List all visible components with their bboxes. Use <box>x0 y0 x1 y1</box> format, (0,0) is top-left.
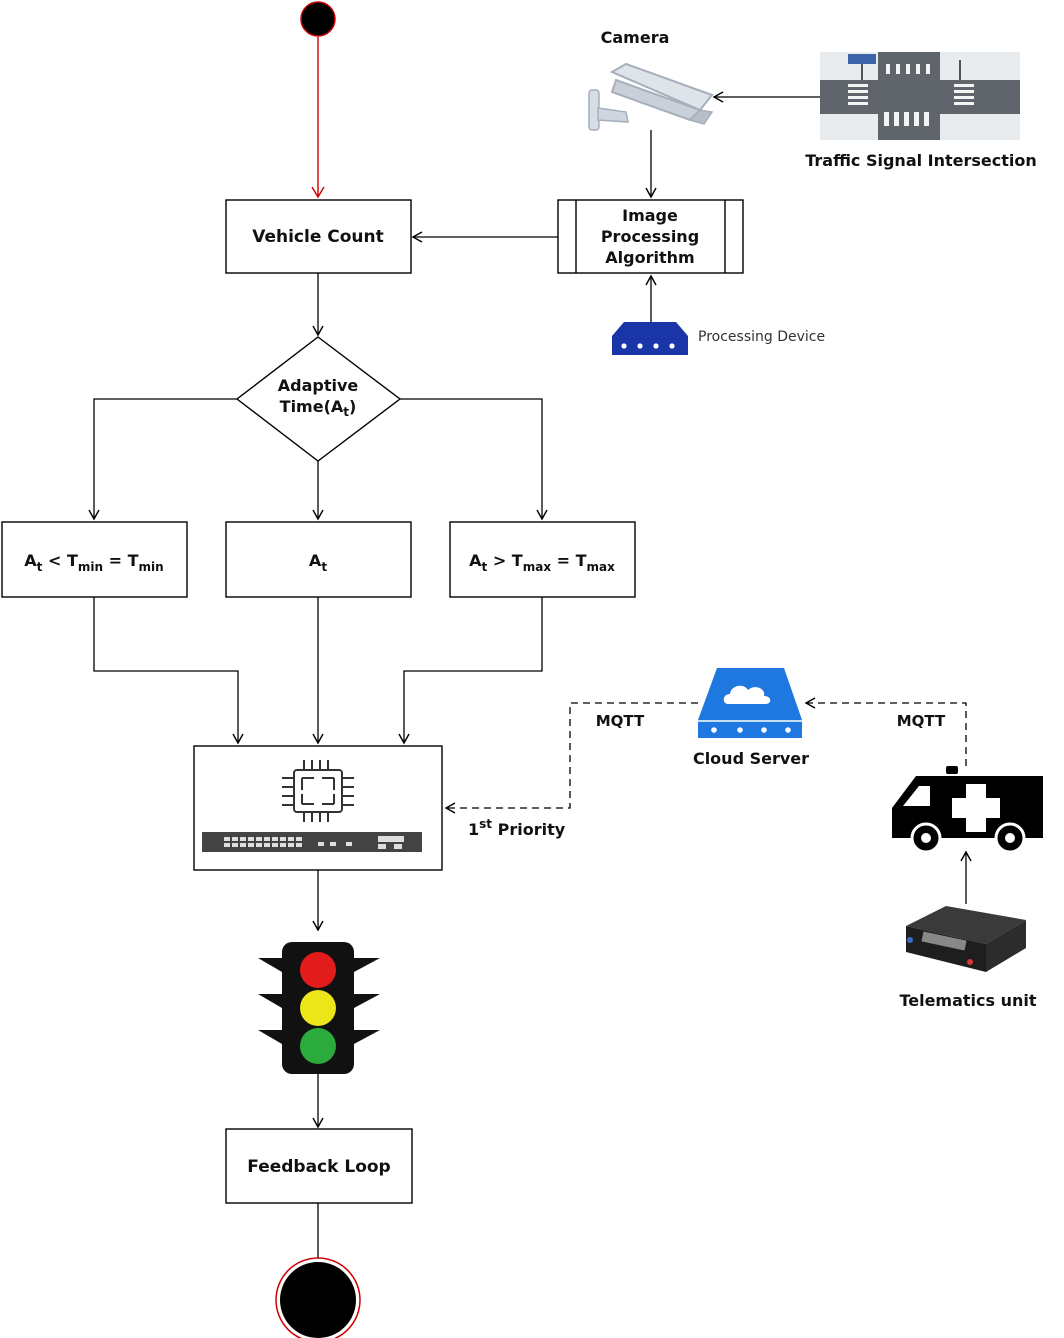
chip-icon <box>282 760 354 822</box>
feedback-loop-box: Feedback Loop <box>225 1128 413 1204</box>
cloud-to-controller-link <box>444 702 698 814</box>
processing-device-label: Processing Device <box>698 329 825 345</box>
decision-line1: Adaptive <box>278 376 359 395</box>
image-processing-box: Image Processing Algorithm <box>557 199 744 274</box>
vehicle-count-label: Vehicle Count <box>252 227 384 247</box>
adaptive-time-decision: Adaptive Time(At) <box>235 336 402 462</box>
cloud-server-label: Cloud Server <box>693 749 809 768</box>
telematics-label: Telematics unit <box>899 991 1036 1010</box>
decision-right-branch <box>400 398 548 521</box>
processing-device-icon <box>612 322 688 355</box>
yellow-light <box>300 990 336 1026</box>
end-node <box>275 1257 361 1338</box>
case-at-box: At <box>225 521 412 598</box>
case-min-to-controller <box>93 597 244 745</box>
case-max-to-controller <box>398 597 543 745</box>
image-processing-line1: Image <box>622 206 678 225</box>
start-node <box>300 1 336 37</box>
case-min-box: At < Tmin = Tmin <box>1 521 188 598</box>
decision-left-branch <box>88 398 237 521</box>
traffic-light-icon <box>258 942 380 1074</box>
vehicle-count-box: Vehicle Count <box>225 199 412 274</box>
image-processing-line3: Algorithm <box>605 248 694 267</box>
mqtt-right-label: MQTT <box>897 712 946 730</box>
feedback-label: Feedback Loop <box>247 1157 390 1177</box>
red-light <box>300 952 336 988</box>
camera-label: Camera <box>601 28 670 47</box>
decision-line2: Time(At) <box>280 397 357 419</box>
mqtt-left-label: MQTT <box>596 712 645 730</box>
case-max-label: At > Tmax = Tmax <box>469 551 615 574</box>
green-light <box>300 1028 336 1064</box>
case-min-label: At < Tmin = Tmin <box>24 551 163 574</box>
telematics-unit-icon <box>906 906 1026 972</box>
cloud-server-icon <box>698 668 802 738</box>
case-max-box: At > Tmax = Tmax <box>449 521 636 598</box>
ambulance-icon <box>892 766 1043 854</box>
camera-icon <box>588 62 714 131</box>
ambulance-to-cloud-link <box>804 697 967 766</box>
priority-label: 1st Priority <box>468 817 566 839</box>
intersection-label: Traffic Signal Intersection <box>805 151 1037 170</box>
intersection-image <box>820 52 1020 140</box>
network-switch-icon <box>202 832 422 852</box>
image-processing-line2: Processing <box>601 227 699 246</box>
case-at-label: At <box>309 551 327 574</box>
